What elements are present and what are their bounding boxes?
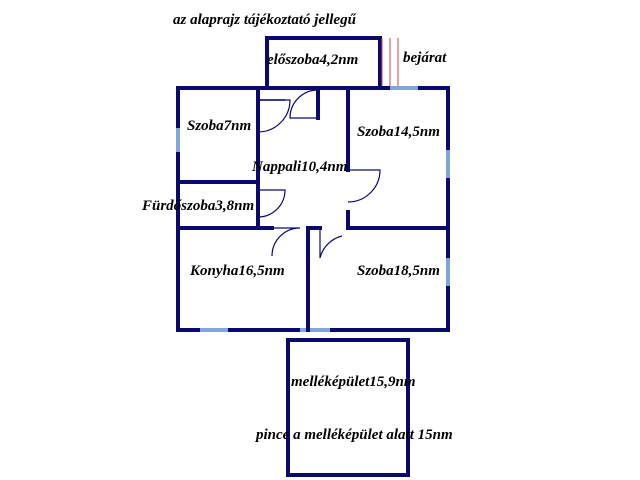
door-swings [257, 89, 381, 259]
room-label-konyha: Konyha16,5nm [189, 263, 285, 279]
room-label-szoba145: Szoba14,5nm [357, 124, 440, 140]
interior-walls [176, 86, 450, 332]
room-label-nappali: Nappali10,4nm [251, 159, 347, 175]
room-label-eloszoba: előszoba4,2nm [267, 52, 358, 68]
room-label-szoba185: Szoba18,5nm [357, 263, 440, 279]
windows [176, 86, 450, 332]
room-label-furdoszoba: Fürdőszoba3,8nm [141, 198, 254, 214]
room-label-pince: pince a melléképület alatt 15nm [254, 427, 453, 443]
room-label-szoba7: Szoba7nm [187, 118, 251, 134]
hallway-walls [265, 36, 382, 90]
outbuilding-walls [286, 338, 410, 477]
entrance-marks [381, 38, 399, 88]
room-label-mellekepulet: melléképület15,9nm [291, 374, 416, 390]
plan-title: az alaprajz tájékoztató jellegű [173, 12, 357, 28]
entrance-label: bejárat [403, 50, 447, 66]
